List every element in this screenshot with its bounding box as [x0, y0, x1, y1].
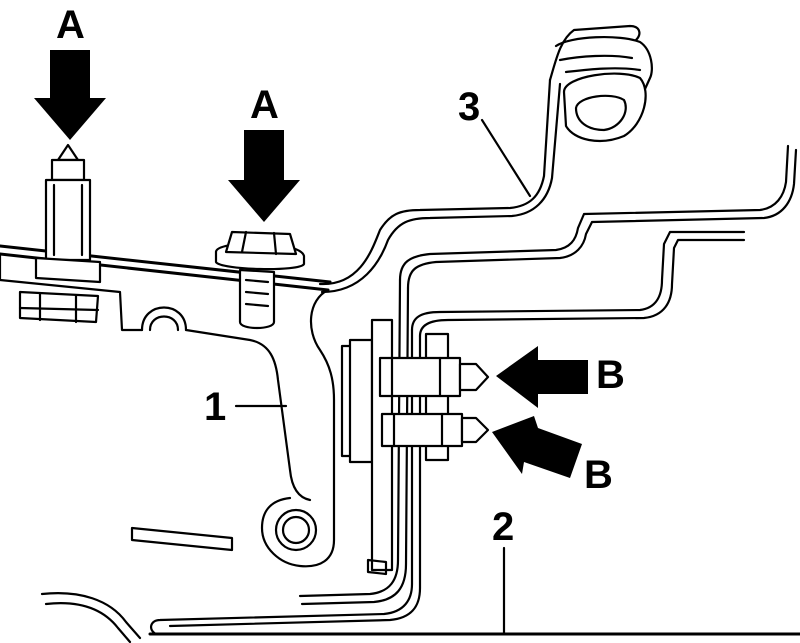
part-2-leader — [148, 546, 800, 636]
left-arrow-icon — [496, 346, 588, 408]
callout-a-middle: A — [250, 83, 279, 127]
part-3-leader — [480, 118, 532, 198]
callout-a-left: A — [56, 3, 85, 47]
loose-plate — [130, 526, 234, 552]
down-arrow-icon — [228, 130, 300, 222]
pipe-line-3 — [150, 24, 798, 636]
callout-b-upper: B — [596, 353, 625, 397]
callout-b-lower: B — [584, 453, 613, 497]
arrow-a-middle — [228, 130, 300, 222]
callout-1: 1 — [204, 385, 226, 429]
hose-fragment — [40, 592, 142, 643]
callout-3: 3 — [458, 85, 480, 129]
arrow-b-lower — [492, 416, 582, 478]
callout-2: 2 — [492, 505, 514, 549]
left-arrow-icon — [492, 416, 582, 478]
left-bolt — [18, 143, 102, 324]
middle-bolt — [214, 230, 306, 330]
arrow-b-upper — [496, 346, 588, 408]
arrow-a-left — [34, 50, 106, 140]
down-arrow-icon — [34, 50, 106, 140]
connector-block — [340, 318, 490, 576]
